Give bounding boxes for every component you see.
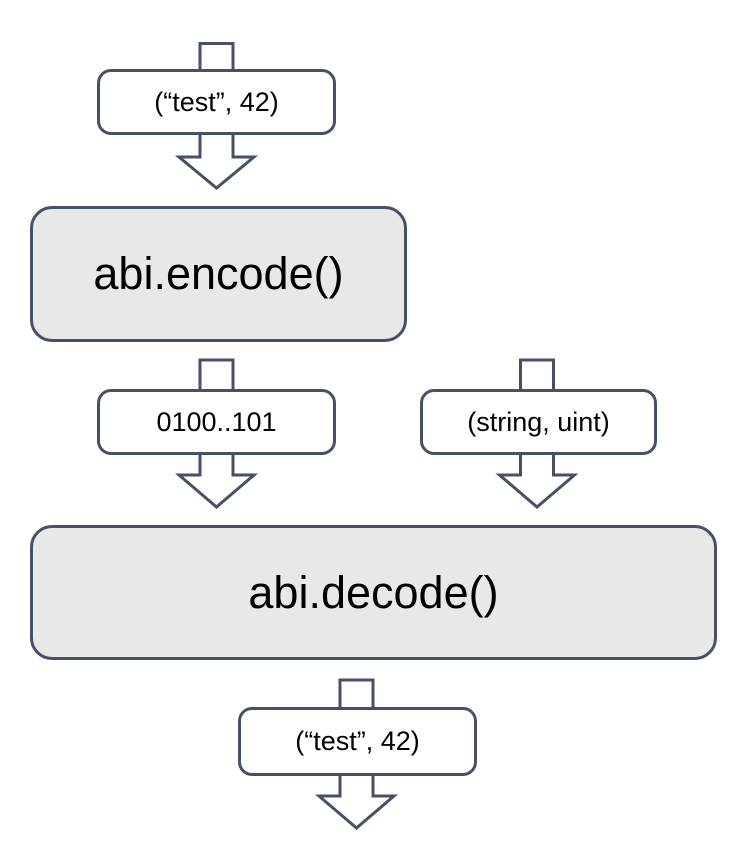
abi-encode-node: abi.encode() <box>30 206 407 342</box>
encoded-bytes-node: 0100..101 <box>97 389 336 455</box>
abi-decode-node: abi.decode() <box>30 525 717 660</box>
input-tuple-node: (“test”, 42) <box>97 69 336 135</box>
type-tuple-node: (string, uint) <box>420 389 657 455</box>
output-tuple-node: (“test”, 42) <box>238 707 477 776</box>
